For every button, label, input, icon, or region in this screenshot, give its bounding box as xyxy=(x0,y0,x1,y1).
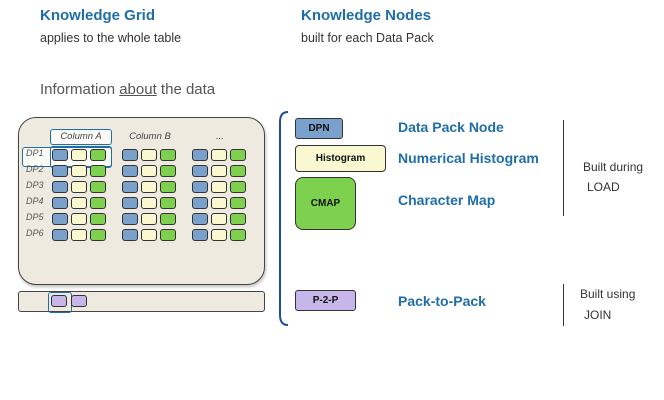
data-pack-cell xyxy=(90,213,106,225)
column-b-label: Column B xyxy=(129,131,171,142)
data-pack-node-label: Data Pack Node xyxy=(398,119,504,135)
data-pack-cell xyxy=(230,229,246,241)
data-pack-cell xyxy=(52,149,68,161)
data-pack-cell xyxy=(211,229,227,241)
data-pack-cell xyxy=(71,181,87,193)
data-pack-cell xyxy=(211,149,227,161)
data-pack-cell xyxy=(141,213,157,225)
cmap-box: CMAP xyxy=(295,177,356,230)
data-pack-cell xyxy=(122,181,138,193)
data-pack-cell xyxy=(192,165,208,177)
dpn-box: DPN xyxy=(295,118,343,139)
dp-row-label: DP2 xyxy=(26,164,44,174)
data-pack-cell xyxy=(211,213,227,225)
data-pack-cell xyxy=(192,197,208,209)
data-pack-cell xyxy=(160,149,176,161)
histogram-box: Histogram xyxy=(295,145,386,172)
knowledge-grid-subtitle: applies to the whole table xyxy=(40,31,182,45)
data-pack-cell xyxy=(52,181,68,193)
dp-row-label: DP1 xyxy=(26,148,44,158)
data-pack-cell xyxy=(160,197,176,209)
data-pack-cell xyxy=(52,165,68,177)
data-pack-cell xyxy=(90,229,106,241)
data-pack-cell xyxy=(52,229,68,241)
data-pack-cell xyxy=(90,149,106,161)
data-pack-cell xyxy=(192,181,208,193)
join-divider xyxy=(563,284,564,326)
built-during-label: Built during xyxy=(583,160,644,174)
data-pack-cell xyxy=(160,165,176,177)
data-pack-cell xyxy=(192,229,208,241)
load-label: LOAD xyxy=(587,180,620,194)
bracket-icon xyxy=(279,111,289,326)
p2p-cell-1 xyxy=(51,295,67,307)
data-pack-cell xyxy=(122,213,138,225)
data-pack-cell xyxy=(211,181,227,193)
knowledge-nodes-subtitle: built for each Data Pack xyxy=(301,31,434,45)
data-pack-cell xyxy=(71,165,87,177)
data-pack-cell xyxy=(52,213,68,225)
dp-row-label: DP5 xyxy=(26,212,44,222)
knowledge-grid-title: Knowledge Grid xyxy=(40,7,156,24)
column-a-label: Column A xyxy=(50,129,112,145)
data-pack-cell xyxy=(141,149,157,161)
data-pack-cell xyxy=(230,181,246,193)
column-more-label: ... xyxy=(216,131,224,142)
data-pack-cell xyxy=(122,149,138,161)
data-pack-cell xyxy=(141,165,157,177)
data-pack-cell xyxy=(230,213,246,225)
info-underlined: about xyxy=(119,81,157,98)
data-pack-cell xyxy=(211,197,227,209)
data-pack-cell xyxy=(160,229,176,241)
data-pack-cell xyxy=(230,149,246,161)
numerical-histogram-label: Numerical Histogram xyxy=(398,150,539,166)
dp-row-label: DP4 xyxy=(26,196,44,206)
data-pack-cell xyxy=(90,181,106,193)
character-map-label: Character Map xyxy=(398,192,496,208)
data-pack-cell xyxy=(122,197,138,209)
data-pack-cell xyxy=(230,197,246,209)
data-pack-cell xyxy=(160,213,176,225)
information-caption: Information about the data xyxy=(40,81,215,98)
data-pack-cell xyxy=(141,181,157,193)
data-pack-cell xyxy=(122,165,138,177)
data-pack-cell xyxy=(90,197,106,209)
data-pack-cell xyxy=(90,165,106,177)
knowledge-nodes-title: Knowledge Nodes xyxy=(301,7,432,24)
dp-row-label: DP3 xyxy=(26,180,44,190)
data-pack-cell xyxy=(71,229,87,241)
pack-to-pack-label: Pack-to-Pack xyxy=(398,293,486,309)
data-pack-cell xyxy=(192,213,208,225)
p2p-box: P-2-P xyxy=(295,290,356,311)
data-pack-cell xyxy=(160,181,176,193)
p2p-cell-2 xyxy=(71,295,87,307)
data-pack-cell xyxy=(230,165,246,177)
load-divider xyxy=(563,120,564,216)
data-pack-cell xyxy=(192,149,208,161)
data-pack-cell xyxy=(211,165,227,177)
data-pack-cell xyxy=(122,229,138,241)
data-pack-cell xyxy=(71,149,87,161)
info-suffix: the data xyxy=(156,81,216,98)
data-pack-cell xyxy=(52,197,68,209)
built-using-label: Built using xyxy=(580,287,636,301)
data-pack-cell xyxy=(71,213,87,225)
data-pack-cell xyxy=(141,229,157,241)
data-pack-cell xyxy=(141,197,157,209)
info-prefix: Information xyxy=(40,81,120,98)
data-pack-cell xyxy=(71,197,87,209)
join-label: JOIN xyxy=(584,308,612,322)
dp-row-label: DP6 xyxy=(26,228,44,238)
